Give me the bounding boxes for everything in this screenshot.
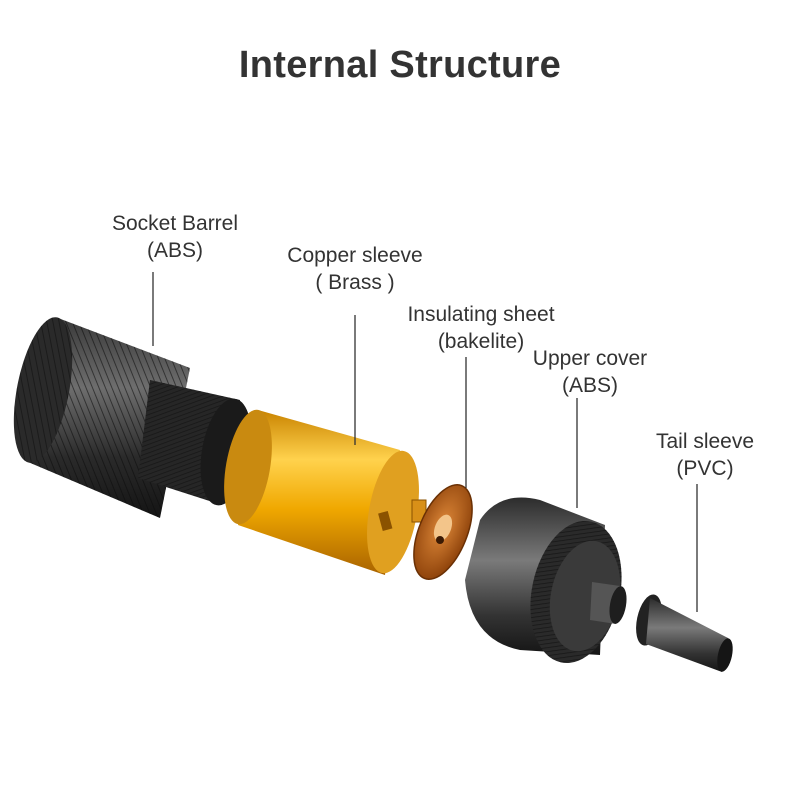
insulating-sheet-material: (bakelite) — [437, 330, 525, 353]
socket-barrel-name: Socket Barrel — [111, 212, 239, 235]
copper-sleeve-label: Copper sleeve ( Brass ) — [270, 242, 440, 296]
copper-sleeve-part — [224, 409, 427, 575]
tail-sleeve-label: Tail sleeve (PVC) — [635, 428, 775, 482]
tail-sleeve-material: (PVC) — [676, 457, 734, 480]
diagram-title: Internal Structure — [238, 44, 562, 86]
insulating-sheet-label: Insulating sheet (bakelite) — [391, 301, 571, 355]
upper-cover-label: Upper cover (ABS) — [515, 345, 665, 399]
upper-cover-name: Upper cover — [532, 347, 648, 370]
copper-sleeve-name: Copper sleeve — [287, 244, 423, 267]
tail-sleeve-name: Tail sleeve — [655, 430, 755, 453]
copper-sleeve-material: ( Brass ) — [315, 271, 395, 294]
upper-cover-part — [465, 497, 627, 664]
socket-barrel-part — [13, 317, 252, 518]
insulating-sheet-part — [413, 484, 473, 580]
socket-barrel-material: (ABS) — [146, 239, 203, 262]
upper-cover-material: (ABS) — [561, 374, 618, 397]
socket-barrel-label: Socket Barrel (ABS) — [100, 210, 250, 264]
tail-sleeve-part — [636, 594, 733, 672]
insulating-sheet-name: Insulating sheet — [407, 303, 555, 326]
